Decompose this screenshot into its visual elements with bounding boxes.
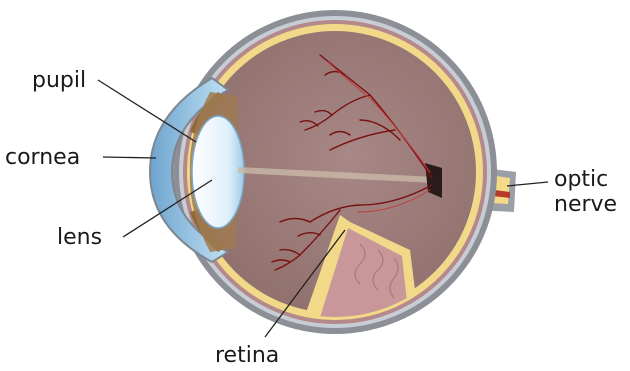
cornea-label: cornea (5, 145, 80, 170)
lens-shape (192, 116, 244, 228)
anterior-segment (150, 78, 244, 262)
nerve-label: nerve (554, 192, 617, 217)
pupil-label: pupil (32, 68, 86, 93)
optic-label: optic (554, 167, 608, 192)
cornea-leader (103, 157, 156, 158)
retina-label: retina (215, 343, 279, 368)
lens-label: lens (57, 225, 102, 250)
